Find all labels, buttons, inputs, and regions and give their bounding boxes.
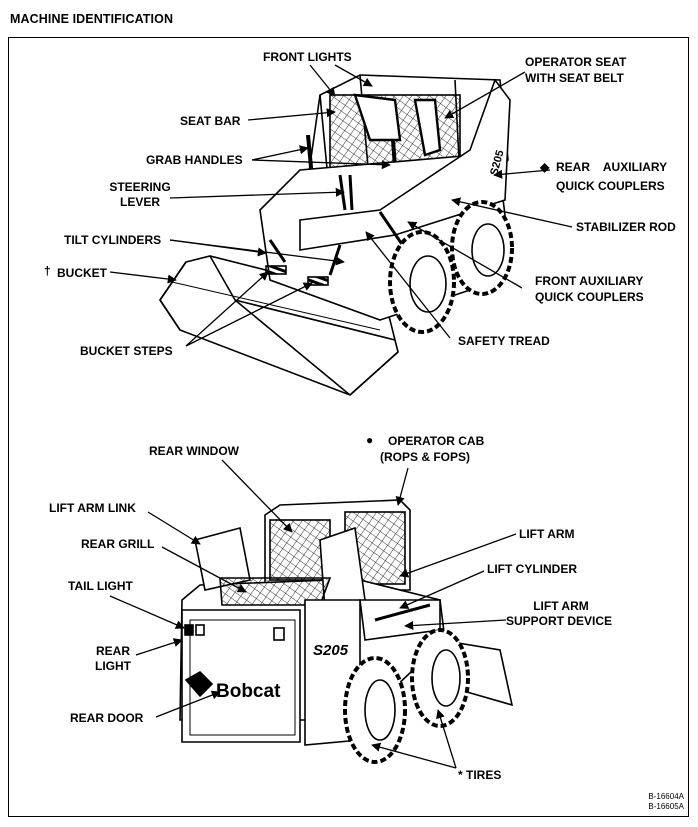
label-cab-symbol: ● <box>366 433 374 447</box>
label-steering-line1: STEERING <box>109 180 171 194</box>
rear-model-badge: S205 <box>313 642 349 659</box>
label-front-lights: FRONT LIGHTS <box>263 50 352 64</box>
label-safety-tread: SAFETY TREAD <box>458 334 550 348</box>
label-rear-grill: REAR GRILL <box>81 537 155 551</box>
label-tires: * TIRES <box>458 768 502 782</box>
label-tail-light: TAIL LIGHT <box>68 579 133 593</box>
rear-view-loader <box>179 499 514 764</box>
figure-code-1: B-16604A <box>648 792 684 801</box>
label-operator-cab-line2: (ROPS & FOPS) <box>380 450 471 464</box>
page-title: MACHINE IDENTIFICATION <box>10 12 174 26</box>
diagram-frame <box>8 37 689 817</box>
label-stabilizer-rod: STABILIZER ROD <box>576 220 676 234</box>
label-rear-window: REAR WINDOW <box>149 444 239 458</box>
label-front-aux-line2: QUICK COUPLERS <box>535 290 644 304</box>
front-view-loader <box>159 74 514 396</box>
label-lift-arm-support-line1: LIFT ARM <box>533 599 589 613</box>
label-rear-aux-line1: REAR AUXILIARY <box>556 160 668 174</box>
label-lift-cylinder: LIFT CYLINDER <box>487 562 577 576</box>
label-grab-handles: GRAB HANDLES <box>146 153 243 167</box>
label-operator-seat-line2: WITH SEAT BELT <box>525 71 624 85</box>
label-lift-arm-support-line2: SUPPORT DEVICE <box>506 614 613 628</box>
label-tilt-cylinders: TILT CYLINDERS <box>64 233 162 247</box>
brand-logo-text: Bobcat <box>216 681 281 702</box>
label-bucket-steps: BUCKET STEPS <box>80 344 173 358</box>
label-rear-door: REAR DOOR <box>70 711 144 725</box>
label-lift-arm: LIFT ARM <box>519 527 575 541</box>
label-rear-aux-line2: QUICK COUPLERS <box>556 179 665 193</box>
label-bucket-symbol: † <box>44 264 51 278</box>
leader-lines <box>109 64 573 769</box>
label-operator-cab-line1: OPERATOR CAB <box>388 434 485 448</box>
label-bucket: BUCKET <box>57 266 107 280</box>
label-steering-line2: LEVER <box>119 195 160 209</box>
label-rear-light-line1: REAR <box>95 644 130 658</box>
figure-code-2: B-16605A <box>648 802 684 811</box>
label-lift-arm-link: LIFT ARM LINK <box>49 501 136 515</box>
label-operator-seat-line1: OPERATOR SEAT <box>525 55 627 69</box>
label-seat-bar: SEAT BAR <box>180 114 241 128</box>
label-rear-light-line2: LIGHT <box>95 659 131 673</box>
label-rear-aux-symbol: ◆ <box>540 160 550 174</box>
label-front-aux-line1: FRONT AUXILIARY <box>535 274 644 288</box>
